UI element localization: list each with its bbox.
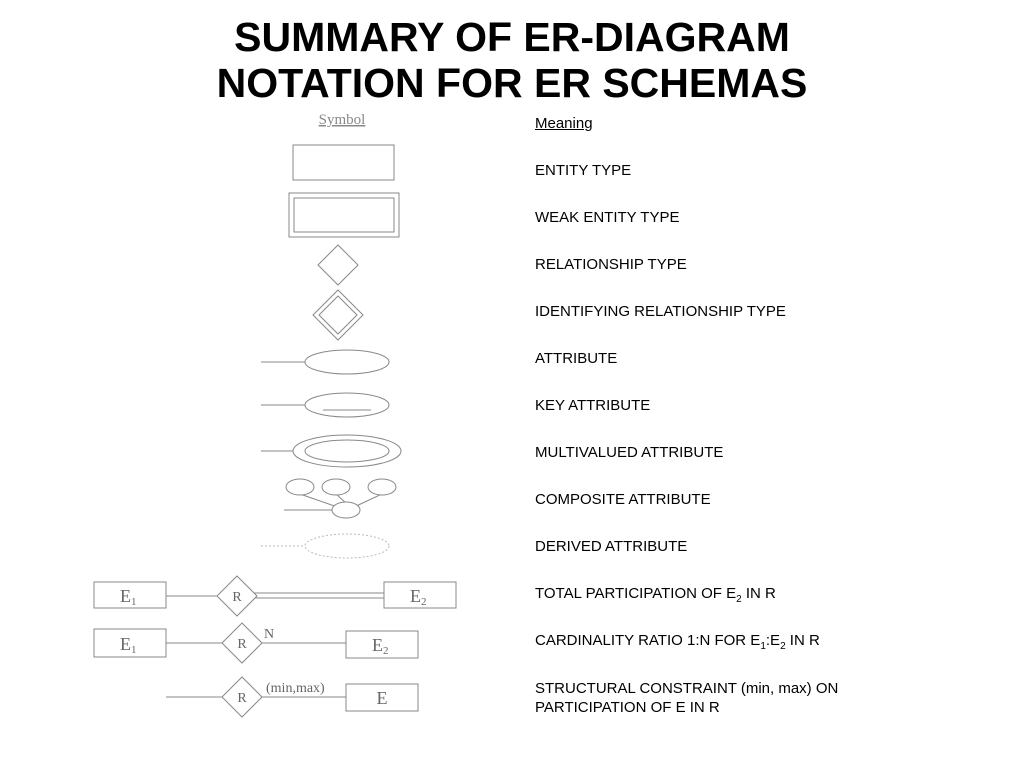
meaning-cardinality-subscript-2: 2	[780, 641, 786, 652]
svg-text:E2: E2	[372, 635, 389, 657]
relationship-r-diamond	[221, 622, 263, 664]
cardinality-ratio-symbol: E1 R N E2	[93, 622, 419, 664]
meaning-cardinality-subscript-1: 1	[760, 641, 766, 652]
meaning-total-participation-prefix: TOTAL PARTICIPATION OF E	[535, 585, 737, 602]
entity-e2-box	[383, 581, 457, 609]
meaning-cardinality-suffix: IN R	[785, 632, 820, 649]
entity-e-label: E	[377, 688, 388, 708]
meaning-composite-attribute: COMPOSITE ATTRIBUTE	[535, 491, 711, 508]
meaning-structural-constraint: STRUCTURAL CONSTRAINT (min, max) ON PART…	[535, 679, 838, 717]
meaning-entity-type: ENTITY TYPE	[535, 162, 632, 179]
entity-e-box	[345, 683, 419, 712]
meaning-key-attribute: KEY ATTRIBUTE	[535, 397, 651, 414]
meaning-attribute: ATTRIBUTE	[535, 350, 618, 367]
entity-e1-label: E	[120, 586, 131, 606]
key-attribute-oval	[261, 392, 390, 418]
page-title: SUMMARY OF ER-DIAGRAM NOTATION FOR ER SC…	[0, 14, 1024, 106]
relationship-diamond	[317, 244, 359, 286]
meaning-cardinality-mid: :E	[765, 632, 781, 649]
meaning-total-participation-subscript: 2	[736, 594, 742, 605]
entity-e2-label: E	[410, 586, 421, 606]
min-max-label: (min,max)	[266, 681, 325, 696]
relationship-r-diamond	[216, 575, 258, 617]
title-line-1: SUMMARY OF ER-DIAGRAM	[234, 14, 790, 60]
derived-attribute-dashed-oval	[261, 533, 390, 559]
meaning-multivalued-attribute: MULTIVALUED ATTRIBUTE	[535, 444, 724, 461]
relationship-r-label: R	[232, 590, 242, 605]
meaning-cardinality-prefix: CARDINALITY RATIO 1:N FOR E	[535, 632, 761, 649]
meaning-total-participation-suffix: IN R	[741, 585, 776, 602]
meaning-relationship-type: RELATIONSHIP TYPE	[535, 256, 687, 273]
relationship-r-diamond	[221, 676, 263, 718]
entity-e2-subscript: 2	[383, 645, 389, 657]
meaning-weak-entity-type: WEAK ENTITY TYPE	[535, 209, 680, 226]
entity-e1-subscript: 1	[131, 596, 137, 608]
relationship-r-label: R	[237, 637, 247, 652]
meaning-identifying-relationship-type: IDENTIFYING RELATIONSHIP TYPE	[535, 303, 786, 320]
entity-e1-subscript: 1	[131, 644, 137, 656]
svg-text:E1: E1	[120, 586, 137, 608]
weak-entity-double-rectangle	[288, 192, 400, 238]
cardinality-n-label: N	[264, 627, 274, 642]
symbol-header: Symbol	[319, 112, 366, 128]
entity-e2-subscript: 2	[421, 596, 427, 608]
entity-e1-label: E	[120, 634, 131, 654]
entity-e2-box	[345, 630, 419, 659]
multivalued-attribute-double-oval	[261, 434, 402, 468]
identifying-relationship-double-diamond	[312, 289, 364, 341]
total-participation-symbol: E1 R E2	[93, 575, 457, 617]
svg-text:E2: E2	[410, 586, 427, 608]
title-line-2: NOTATION FOR ER SCHEMAS	[216, 60, 808, 106]
entity-e1-box	[93, 581, 167, 609]
meaning-derived-attribute: DERIVED ATTRIBUTE	[535, 538, 688, 555]
meaning-total-participation: TOTAL PARTICIPATION OF E2 IN R	[535, 584, 776, 605]
entity-rectangle	[292, 144, 395, 181]
composite-attribute-tree	[284, 478, 397, 519]
meaning-cardinality-ratio: CARDINALITY RATIO 1:N FOR E1:E2 IN R	[535, 631, 820, 652]
meaning-structural-constraint-line-1: STRUCTURAL CONSTRAINT (min, max) ON	[535, 680, 839, 697]
meaning-structural-constraint-line-2: PARTICIPATION OF E IN R	[535, 699, 720, 716]
relationship-r-label: R	[237, 691, 247, 706]
attribute-oval	[261, 349, 390, 375]
entity-e1-box	[93, 628, 167, 658]
structural-constraint-symbol: R (min,max) E	[166, 676, 419, 718]
svg-text:E1: E1	[120, 634, 137, 656]
meaning-header: Meaning	[535, 115, 593, 132]
entity-e2-label: E	[372, 635, 383, 655]
